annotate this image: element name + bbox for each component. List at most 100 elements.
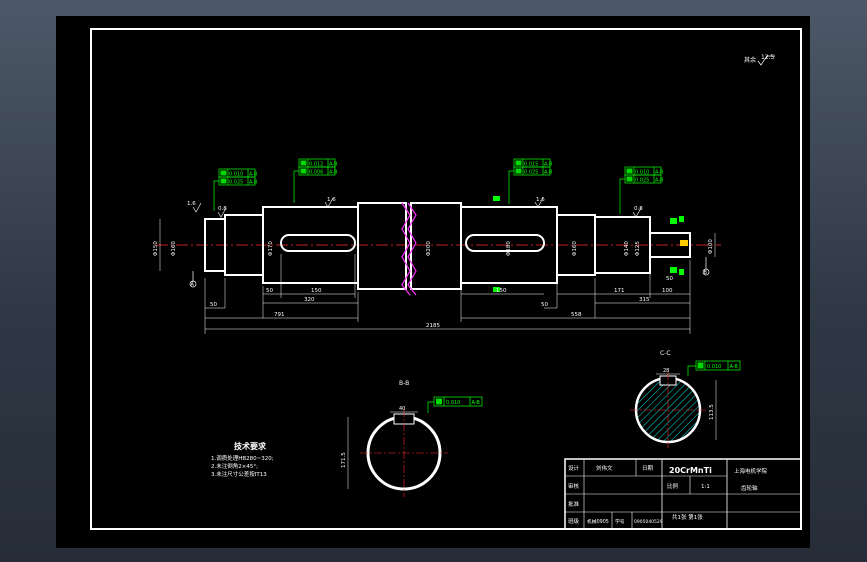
tb-part-name: 齿轮轴 bbox=[741, 484, 758, 492]
datum-b: B bbox=[702, 257, 710, 276]
shaft-outline bbox=[204, 202, 691, 290]
tb-material: 20CrMnTi bbox=[669, 466, 712, 475]
section-b-key-dim: 40 bbox=[399, 406, 405, 412]
tb-sheet-info: 共1张 第1张 bbox=[672, 513, 703, 521]
section-b-view: B-B 40 171.5 0.010 A-B bbox=[341, 380, 483, 497]
tol-4-datum: A-B bbox=[329, 170, 338, 176]
section-c-view: C-C 28 113.5 0.010 A-B bbox=[630, 350, 741, 448]
tech-req-item-1: 1.调质处理HB280~320; bbox=[211, 454, 274, 462]
datum-a: A bbox=[189, 271, 197, 288]
tb-student-id-label: 学号 bbox=[615, 518, 625, 525]
dim-v-5: Φ180 bbox=[506, 241, 512, 256]
section-c-tol-datum: A-B bbox=[730, 364, 739, 370]
shaft-step-5 bbox=[410, 202, 462, 290]
tech-req-title: 技术要求 bbox=[234, 441, 267, 451]
section-b-tol-datum: A-B bbox=[472, 400, 481, 406]
section-c-title: C-C bbox=[660, 350, 671, 357]
roughness-note-label: 其余 bbox=[744, 56, 756, 64]
roughness-1: 1.6 bbox=[187, 201, 196, 207]
drawing-border bbox=[90, 28, 802, 530]
tol-3-value: 0.012 bbox=[309, 162, 323, 168]
tb-date-label: 日期 bbox=[642, 465, 654, 472]
vertical-dimension-texts: Φ150 Φ160 Φ170 Φ200 Φ180 Φ160 Φ140 Φ125 … bbox=[153, 219, 716, 271]
tol-2-value: 0.025 bbox=[229, 180, 243, 186]
tb-class: 机械0905 bbox=[587, 518, 609, 525]
dim-v-4: Φ200 bbox=[426, 241, 432, 256]
datum-a-label: A bbox=[191, 282, 195, 288]
tol-7-datum: A-B bbox=[655, 170, 664, 176]
dim-h-7: 50 bbox=[541, 302, 548, 308]
shaft-step-9 bbox=[649, 232, 691, 258]
roughness-note: 其余 12.5 bbox=[744, 54, 775, 66]
tb-check-label: 审核 bbox=[568, 482, 580, 490]
roughness-2: 0.8 bbox=[218, 206, 227, 212]
technical-requirements: 技术要求 1.调质处理HB280~320; 2.未注倒角2×45°; 3.未注尺… bbox=[211, 441, 274, 478]
section-c-key-dim: 28 bbox=[663, 368, 669, 374]
section-c-depth-dim: 113.5 bbox=[709, 404, 715, 420]
break-line-right bbox=[407, 202, 417, 296]
tol-8-datum: A-B bbox=[655, 178, 664, 184]
shaft-step-4 bbox=[357, 202, 407, 290]
tb-designer-label: 设计 bbox=[568, 464, 580, 472]
tol-5-datum: A-B bbox=[544, 162, 553, 168]
roughness-3: 1.6 bbox=[327, 197, 336, 203]
dim-h-8: 171 bbox=[614, 288, 625, 294]
roughness-note-value: 12.5 bbox=[761, 54, 775, 61]
roughness-5: 0.8 bbox=[634, 206, 643, 212]
tol-8-value: 0.025 bbox=[635, 178, 649, 184]
tolerance-frame-texts: 0.010 A-B 0.025 A-B 0.012 A-B 0.006 A-B … bbox=[229, 162, 664, 186]
tb-class-label: 班级 bbox=[568, 517, 580, 525]
tolerance-symbols bbox=[220, 160, 688, 292]
tol-5-value: 0.015 bbox=[524, 162, 538, 168]
tb-scale-label: 比例 bbox=[667, 482, 679, 490]
tol-2-datum: A-B bbox=[249, 180, 258, 186]
dim-v-9: Φ100 bbox=[708, 239, 714, 254]
dim-h-13: 2185 bbox=[426, 323, 440, 329]
dim-h-4: 320 bbox=[304, 297, 315, 303]
keyway-right bbox=[465, 234, 545, 252]
section-b-tol-value: 0.010 bbox=[446, 400, 460, 406]
dim-v-6: Φ160 bbox=[572, 241, 578, 256]
tol-3-datum: A-B bbox=[329, 162, 338, 168]
keyway-left bbox=[280, 234, 356, 252]
dim-v-2: Φ160 bbox=[171, 241, 177, 256]
tb-student-id: 0905040529 bbox=[634, 519, 663, 525]
tb-scale: 1:1 bbox=[701, 484, 710, 490]
tol-1-value: 0.010 bbox=[229, 172, 243, 178]
roughness-4: 1.6 bbox=[536, 197, 545, 203]
tech-req-item-3: 3.未注尺寸公差按IT13 bbox=[211, 470, 267, 478]
dim-h-2: 50 bbox=[266, 288, 273, 294]
dim-v-8: Φ125 bbox=[635, 241, 641, 256]
title-block bbox=[564, 458, 802, 530]
dim-h-3: 150 bbox=[311, 288, 322, 294]
section-c-tol-value: 0.010 bbox=[707, 364, 721, 370]
tol-6-datum: A-B bbox=[544, 170, 553, 176]
horizontal-dimension-lines bbox=[204, 254, 691, 334]
horizontal-dimension-texts: 50 50 150 320 791 150 50 171 315 100 50 … bbox=[210, 276, 673, 329]
tol-4-value: 0.006 bbox=[309, 170, 323, 176]
tb-approve-label: 批准 bbox=[568, 500, 580, 508]
tech-req-item-2: 2.未注倒角2×45°; bbox=[211, 462, 258, 470]
dim-h-5: 791 bbox=[274, 312, 285, 318]
dim-h-12: 558 bbox=[571, 312, 582, 318]
dim-h-6: 150 bbox=[496, 288, 507, 294]
cad-viewport[interactable]: 其余 12.5 A B bbox=[56, 16, 810, 548]
datum-b-label: B bbox=[704, 270, 708, 276]
drawing-sheet: 其余 12.5 A B bbox=[90, 28, 802, 530]
dim-v-3: Φ170 bbox=[268, 241, 274, 256]
dim-h-1: 50 bbox=[210, 302, 217, 308]
tb-school: 上海电机学院 bbox=[734, 467, 768, 475]
dim-h-10: 100 bbox=[662, 288, 673, 294]
section-b-title: B-B bbox=[399, 380, 409, 387]
dim-v-1: Φ150 bbox=[153, 241, 159, 256]
dim-h-11: 50 bbox=[666, 276, 673, 282]
tolerance-frames bbox=[213, 158, 662, 214]
title-block-texts: 设计 刘伟文 日期 审核 批准 班级 机械0905 学号 0905040529 … bbox=[568, 464, 768, 525]
section-b-depth-dim: 171.5 bbox=[341, 452, 347, 468]
tol-7-value: 0.010 bbox=[635, 170, 649, 176]
break-line-left bbox=[401, 202, 411, 296]
roughness-marks: 1.6 0.8 1.6 1.6 0.8 bbox=[187, 197, 643, 218]
dim-h-9: 315 bbox=[639, 297, 650, 303]
tb-designer: 刘伟文 bbox=[596, 464, 613, 472]
tol-6-value: 0.025 bbox=[524, 170, 538, 176]
